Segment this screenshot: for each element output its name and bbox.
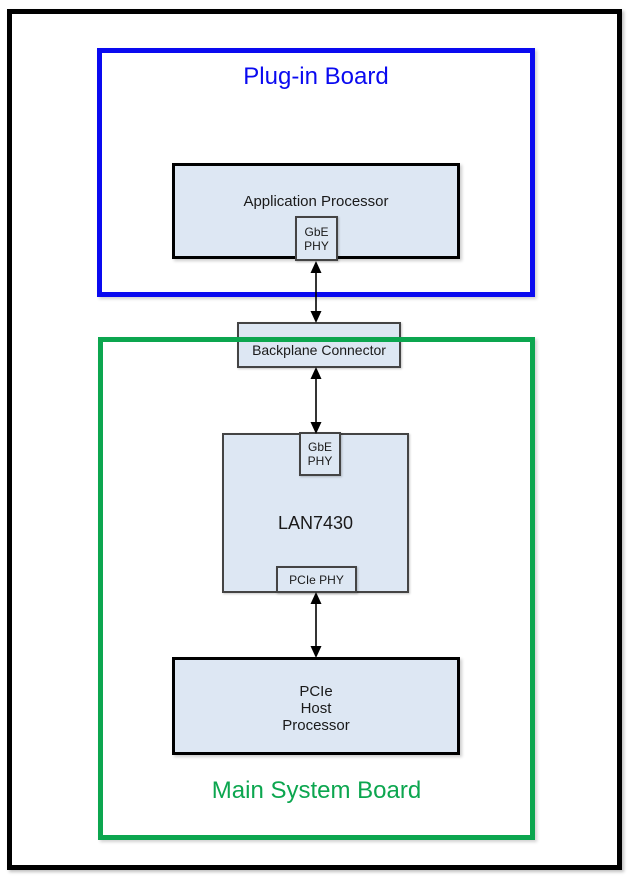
pcie-phy-box: PCIe PHY [276, 566, 357, 593]
double-arrow-icon [310, 367, 322, 434]
main-system-board-outline: Main System Board [98, 337, 535, 840]
plugin-board-label: Plug-in Board [243, 63, 389, 90]
application-processor-label: Application Processor [243, 193, 389, 210]
gbe-phy-box-lan: GbE PHY [299, 432, 341, 476]
lan7430-label: LAN7430 [277, 513, 354, 533]
backplane-connector-box: Backplane Connector [237, 322, 401, 368]
double-arrow-icon [310, 261, 322, 323]
pcie-host-processor-box: PCIe Host Processor [172, 657, 460, 755]
outer-frame [7, 9, 622, 870]
main-system-board-label: Main System Board [211, 777, 422, 804]
plugin-board-outline: Plug-in Board [97, 48, 535, 297]
gbe-phy-box-plugin: GbE PHY [295, 216, 338, 261]
double-arrow-icon [310, 592, 322, 658]
